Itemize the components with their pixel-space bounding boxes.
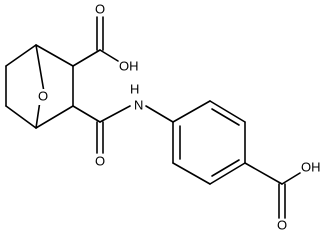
bond-c6-carboxyl-c <box>72 49 101 67</box>
acid1-hydroxyl-label: OH <box>119 58 139 73</box>
carboxylic-acid-top <box>72 16 119 67</box>
bicyclic-core <box>5 44 74 129</box>
benzene-ring <box>172 100 246 185</box>
bond-amide-c-n <box>99 105 131 123</box>
acid1-oxygen-label: O <box>95 1 105 16</box>
acid2-hydroxyl-label: OH <box>301 159 321 174</box>
bond-n-ring <box>145 105 174 123</box>
bond-c1-c2 <box>5 44 37 67</box>
bond-ring-1-2 <box>172 100 211 123</box>
bond-o-bridge-c4 <box>35 100 41 129</box>
bridge-oxygen-label: O <box>38 88 48 103</box>
amide-oxygen-label: O <box>95 153 105 168</box>
bond-ring-carboxyl-oh <box>281 172 301 185</box>
bond-c1-c6 <box>35 44 74 67</box>
bond-c5-c4 <box>35 105 74 129</box>
amide-nitrogen-label: N <box>134 97 143 112</box>
bond-ring-2-3 <box>209 100 246 123</box>
atom-labels: O O OH H N O OH O <box>36 1 321 232</box>
bond-c3-c4 <box>5 105 37 129</box>
bond-c1-o-bridge <box>35 44 45 93</box>
bond-ring-5-6 <box>172 162 211 185</box>
carboxylic-acid-ring <box>244 162 301 219</box>
bond-ring-inner-a <box>211 108 240 126</box>
bond-carboxyl-c-oh <box>99 49 119 62</box>
bond-ring-carboxyl-c <box>244 162 283 185</box>
bond-ring-4-5 <box>209 162 246 185</box>
amide-group <box>72 105 174 154</box>
bond-ring-inner-b <box>211 159 240 177</box>
acid2-oxygen-label: O <box>277 217 287 232</box>
amide-hydrogen-label: H <box>130 81 139 96</box>
bond-c5-amide-c <box>72 105 101 123</box>
